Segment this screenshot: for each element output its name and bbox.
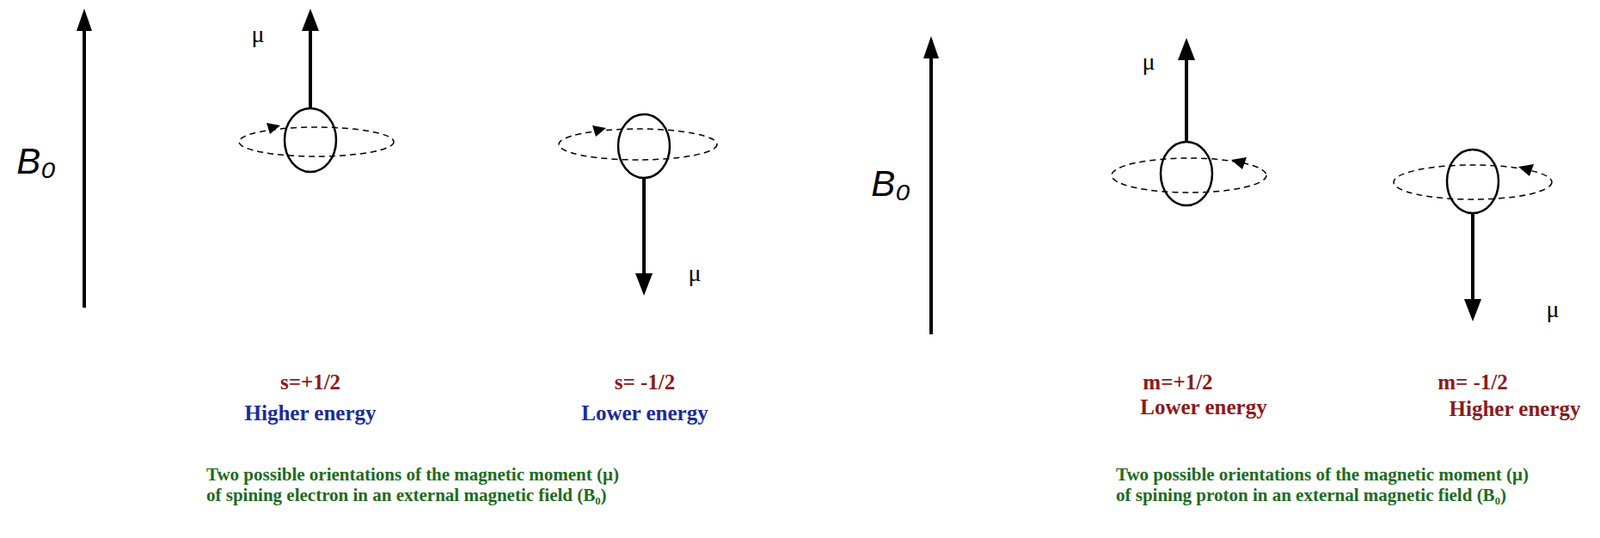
figure-caption: Two possible orientations of the magneti…: [206, 464, 688, 506]
moment-label: μ: [687, 259, 701, 288]
spin-ellipse: [1393, 165, 1552, 200]
energy-label: Higher energy: [245, 401, 377, 427]
spin-ellipse: [558, 128, 718, 160]
field-label: B₀: [870, 163, 911, 205]
rotation-arrowhead: [266, 122, 281, 135]
moment-label: μ: [251, 20, 264, 49]
moment-label: μ: [1141, 48, 1155, 76]
spin-value: m= -1/2: [1437, 370, 1509, 396]
spin-value: m=+1/2: [1142, 370, 1213, 396]
moment-arrow: [1184, 58, 1189, 142]
moment-arrow: [308, 27, 313, 109]
moment-arrow: [1471, 213, 1475, 301]
moment-label: μ: [1545, 295, 1559, 324]
energy-label: Lower energy: [581, 401, 708, 427]
spin-value: s=+1/2: [280, 370, 341, 396]
field-arrowhead: [923, 36, 939, 59]
rotation-arrowhead: [1518, 164, 1534, 177]
moment-arrowhead: [635, 273, 653, 296]
rotation-arrowhead: [592, 125, 607, 137]
moment-arrowhead: [301, 8, 319, 31]
field-arrow: [82, 29, 86, 308]
proton-circle: [1160, 141, 1213, 206]
field-arrow: [929, 56, 933, 335]
rotation-arrowhead: [1231, 157, 1247, 170]
field-arrowhead: [76, 8, 92, 31]
proton-circle: [1446, 149, 1499, 214]
spin-ellipse: [239, 127, 394, 157]
energy-label: Higher energy: [1449, 397, 1582, 423]
figure-caption: Two possible orientations of the magneti…: [1115, 464, 1591, 506]
spin-value: s= -1/2: [614, 370, 676, 396]
moment-arrowhead: [1177, 37, 1196, 61]
moment-arrow: [642, 177, 646, 276]
electron-circle: [284, 108, 337, 172]
spin-ellipse: [1111, 158, 1267, 193]
field-label: B₀: [16, 140, 56, 183]
energy-label: Lower energy: [1140, 395, 1267, 421]
moment-arrowhead: [1464, 299, 1482, 322]
electron-circle: [618, 114, 670, 178]
